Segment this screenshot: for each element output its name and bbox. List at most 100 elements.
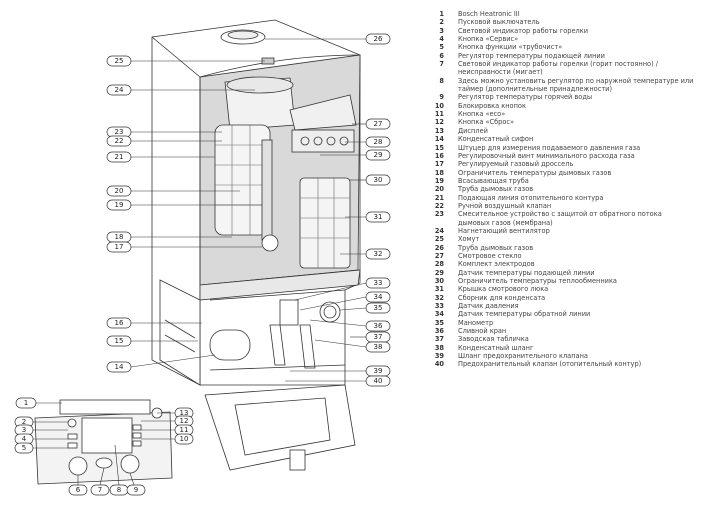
- display: [81, 417, 133, 454]
- svg-text:12: 12: [180, 417, 189, 425]
- callout-6: 6: [68, 484, 88, 496]
- legend-text: Сливной кран: [458, 327, 507, 336]
- legend-text: Конденсатный сифон: [458, 135, 534, 144]
- callout-26: 26: [365, 33, 391, 45]
- legend-text: Регулятор температуры подающей линии: [458, 51, 605, 60]
- legend-text: Кнопка «Сервис»: [458, 35, 519, 44]
- callout-24: 24: [106, 84, 132, 96]
- legend-number: 35: [434, 318, 444, 327]
- legend-text: Труба дымовых газов: [458, 243, 534, 252]
- svg-text:27: 27: [374, 120, 383, 128]
- legend-number: 25: [434, 235, 444, 244]
- legend-number: 8: [439, 76, 444, 85]
- svg-text:31: 31: [374, 213, 383, 221]
- callout-8: 8: [109, 484, 129, 496]
- svg-text:35: 35: [374, 304, 383, 312]
- legend-text: Штуцер для измерения подаваемого давлени…: [458, 143, 641, 152]
- callout-27: 27: [365, 118, 391, 130]
- callout-3: 3: [14, 424, 34, 436]
- legend-number: 17: [434, 160, 444, 169]
- svg-text:26: 26: [374, 35, 383, 43]
- svg-text:11: 11: [180, 426, 189, 434]
- legend-number: 24: [434, 226, 444, 235]
- svg-text:4: 4: [22, 435, 27, 443]
- legend-text: Сборник для конденсата: [458, 293, 546, 302]
- legend-number: 31: [434, 285, 444, 294]
- callout-20: 20: [106, 185, 132, 197]
- svg-text:10: 10: [180, 435, 189, 443]
- legend-number: 29: [434, 268, 444, 277]
- svg-text:33: 33: [374, 279, 383, 287]
- callout-30: 30: [365, 174, 391, 186]
- legend-item: 17 Регулируемый газовый дроссель: [420, 160, 701, 168]
- callout-10: 10: [174, 433, 194, 445]
- callout-15: 15: [106, 335, 132, 347]
- legend-text: Датчик давления: [458, 302, 519, 311]
- legend-number: 22: [434, 201, 444, 210]
- svg-text:18: 18: [115, 233, 124, 241]
- legend-text: Труба дымовых газов: [458, 185, 534, 194]
- callout-21: 21: [106, 151, 132, 163]
- legend-number: 15: [434, 143, 444, 152]
- legend-number: 3: [439, 26, 444, 35]
- legend-number: 16: [434, 151, 444, 160]
- legend-item: 15 Штуцер для измерения подаваемого давле…: [420, 144, 701, 152]
- legend-text: Смесительное устройство с защитой от обр…: [458, 210, 662, 227]
- legend-text: Заводская табличка: [458, 335, 529, 344]
- callout-37: 37: [365, 331, 391, 343]
- svg-text:2: 2: [22, 418, 26, 426]
- svg-text:8: 8: [117, 486, 121, 494]
- legend-text: Пусковой выключатель: [458, 18, 540, 27]
- svg-text:14: 14: [115, 363, 124, 371]
- svg-text:30: 30: [374, 176, 383, 184]
- legend-number: 13: [434, 126, 444, 135]
- svg-text:16: 16: [115, 319, 124, 327]
- legend-item: 13 Дисплей: [420, 127, 701, 135]
- callout-2: 2: [14, 416, 34, 428]
- svg-text:5: 5: [22, 444, 26, 452]
- legend-number: 30: [434, 277, 444, 285]
- svg-text:7: 7: [98, 486, 102, 494]
- callout-28: 28: [365, 136, 391, 148]
- legend-text: Здесь можно установить регулятор по нару…: [458, 76, 694, 94]
- svg-text:28: 28: [374, 138, 383, 146]
- legend-number: 34: [434, 310, 444, 319]
- legend-text: Смотровое стекло: [458, 251, 522, 260]
- legend-text: Предохранительный клапан (отопительный к…: [458, 360, 642, 369]
- legend-text: Подающая линия отопительного контура: [458, 193, 604, 202]
- svg-text:34: 34: [374, 293, 383, 301]
- legend-text: Блокировка кнопок: [458, 101, 526, 110]
- callout-29: 29: [365, 149, 391, 161]
- legend-text: Регулируемый газовый дроссель: [458, 160, 574, 169]
- legend-number: 18: [434, 168, 444, 177]
- svg-text:3: 3: [22, 426, 26, 434]
- legend-text: Дисплей: [458, 126, 488, 135]
- legend-text: Нагнетающий вентилятор: [458, 226, 550, 235]
- legend-number: 27: [434, 251, 444, 260]
- legend-text: Крышка смотрового люка: [458, 285, 549, 294]
- legend-number: 32: [434, 293, 444, 302]
- svg-text:25: 25: [115, 57, 124, 65]
- svg-text:37: 37: [374, 333, 383, 341]
- legend-item: 32 Сборник для конденсата: [420, 294, 701, 302]
- legend-number: 5: [439, 43, 444, 52]
- legend-number: 28: [434, 260, 444, 269]
- legend-text: Хомут: [458, 235, 480, 244]
- callout-25: 25: [106, 55, 132, 67]
- callout-4: 4: [14, 433, 34, 445]
- legend-number: 6: [439, 51, 444, 60]
